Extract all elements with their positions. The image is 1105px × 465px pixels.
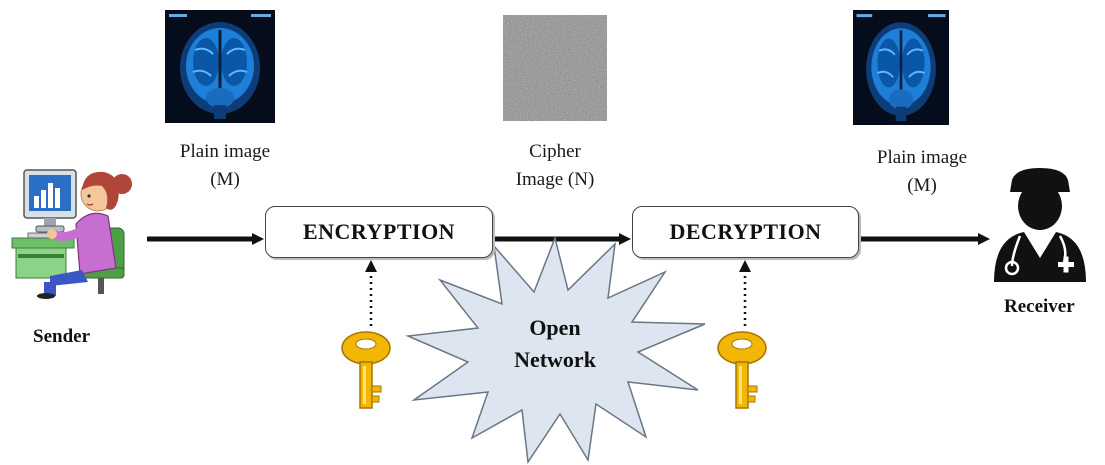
plain-image-left-line1: Plain image [179, 141, 271, 162]
open-network-label: Open Network [470, 312, 640, 376]
plain-image-left-line2: (M) [210, 169, 240, 190]
plain-image-right-line1: Plain image [876, 147, 968, 168]
plain-image-left-brain-mri-image [165, 10, 275, 123]
receiver-doctor-icon [994, 168, 1086, 282]
plain-image-right-caption: Plain image (M) [852, 144, 992, 200]
decryption-key-icon [717, 331, 767, 409]
cipher-image-line2: Image (N) [515, 169, 595, 190]
receiver-label: Receiver [1004, 296, 1075, 317]
open-network-starburst-icon [405, 235, 706, 465]
plain-image-right-brain-mri-image [853, 10, 949, 125]
sender-woman-at-computer-icon [11, 169, 132, 299]
plain-image-left-caption: Plain image (M) [155, 138, 295, 194]
encryption-label: ENCRYPTION [302, 219, 456, 244]
cipher-image-caption: Cipher Image (N) [490, 138, 620, 194]
encryption-key-icon [341, 331, 391, 409]
decryption-label: DECRYPTION [669, 219, 822, 244]
open-network-line1: Open [529, 315, 581, 340]
open-network-line2: Network [514, 347, 596, 372]
plain-image-right-line2: (M) [907, 175, 937, 196]
cipher-noise-image [503, 15, 607, 121]
encryption-box: ENCRYPTION [265, 206, 493, 258]
starburst-shape [405, 235, 706, 465]
cipher-image-line1: Cipher [529, 141, 581, 162]
decryption-box: DECRYPTION [632, 206, 859, 258]
sender-label: Sender [33, 326, 90, 347]
